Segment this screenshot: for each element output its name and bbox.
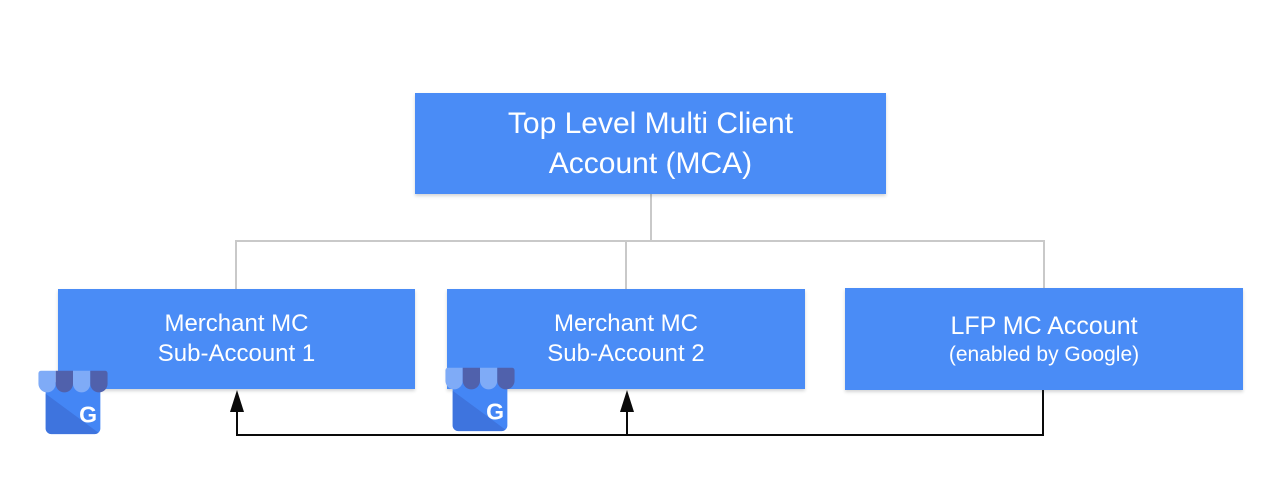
- icon-letter-g: G: [486, 399, 504, 425]
- node-label-line: Account (MCA): [548, 146, 753, 180]
- awning-stripe: [73, 370, 91, 393]
- google-business-icon: G: [38, 370, 108, 435]
- awning-stripe: [90, 370, 108, 393]
- node-label-line: Sub-Account 1: [157, 340, 316, 367]
- tree-line-mca-down: [650, 194, 652, 241]
- node-label-line: Merchant MC: [553, 310, 699, 337]
- arrowhead-sub2-icon: [620, 390, 634, 412]
- awning-stripe: [497, 367, 515, 390]
- awning-stripe: [462, 367, 480, 390]
- arrow-line-up-sub2: [626, 408, 628, 436]
- node-top-level-mca: Top Level Multi Client Account (MCA): [415, 93, 886, 194]
- arrow-line-up-sub1: [236, 408, 238, 436]
- awning-stripe: [38, 370, 56, 393]
- tree-line-horizontal: [235, 240, 1045, 242]
- tree-line-drop-sub2: [625, 242, 627, 289]
- node-merchant-sub-account-1: Merchant MC Sub-Account 1: [58, 289, 415, 389]
- node-label-line: Sub-Account 2: [547, 340, 705, 367]
- google-business-icon: G: [445, 367, 515, 432]
- arrow-line-lfp-down: [1042, 390, 1044, 436]
- node-label-line: (enabled by Google): [948, 342, 1140, 366]
- node-label-line: LFP MC Account: [950, 311, 1138, 340]
- arrowhead-sub1-icon: [230, 390, 244, 412]
- tree-line-drop-lfp: [1043, 242, 1045, 288]
- icon-letter-g: G: [79, 402, 97, 428]
- node-label-line: Top Level Multi Client: [507, 106, 794, 140]
- tree-line-drop-sub1: [235, 242, 237, 289]
- node-lfp-mc-account: LFP MC Account (enabled by Google): [845, 288, 1243, 390]
- awning-stripe: [55, 370, 73, 393]
- awning-stripe: [445, 367, 463, 390]
- awning-stripe: [480, 367, 498, 390]
- node-label-line: Merchant MC: [164, 310, 309, 337]
- arrow-line-horizontal: [236, 434, 1044, 436]
